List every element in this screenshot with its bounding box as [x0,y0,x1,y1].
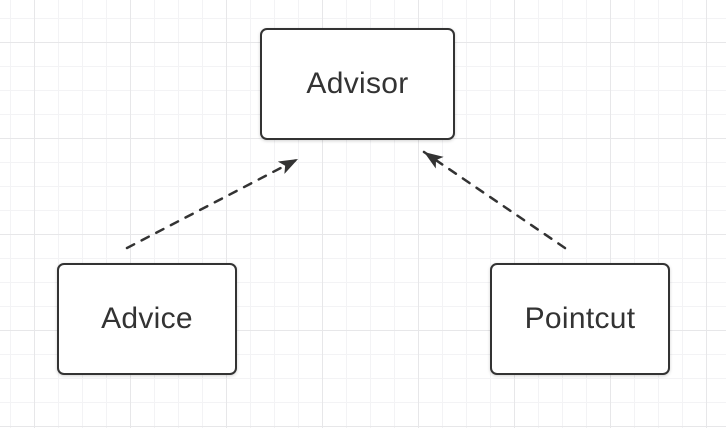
edge-advice-to-advisor-line[interactable] [125,157,300,250]
edge-pointcut-to-advisor-line[interactable] [422,150,567,250]
node-advisor-label: Advisor [306,67,409,100]
node-advice[interactable]: Advice [57,263,237,375]
node-advice-label: Advice [101,302,193,335]
node-pointcut[interactable]: Pointcut [490,263,670,375]
node-advisor[interactable]: Advisor [260,28,455,140]
edge-advice-to-advisor[interactable] [125,157,300,250]
edge-pointcut-to-advisor[interactable] [422,150,567,250]
node-pointcut-label: Pointcut [524,302,636,335]
